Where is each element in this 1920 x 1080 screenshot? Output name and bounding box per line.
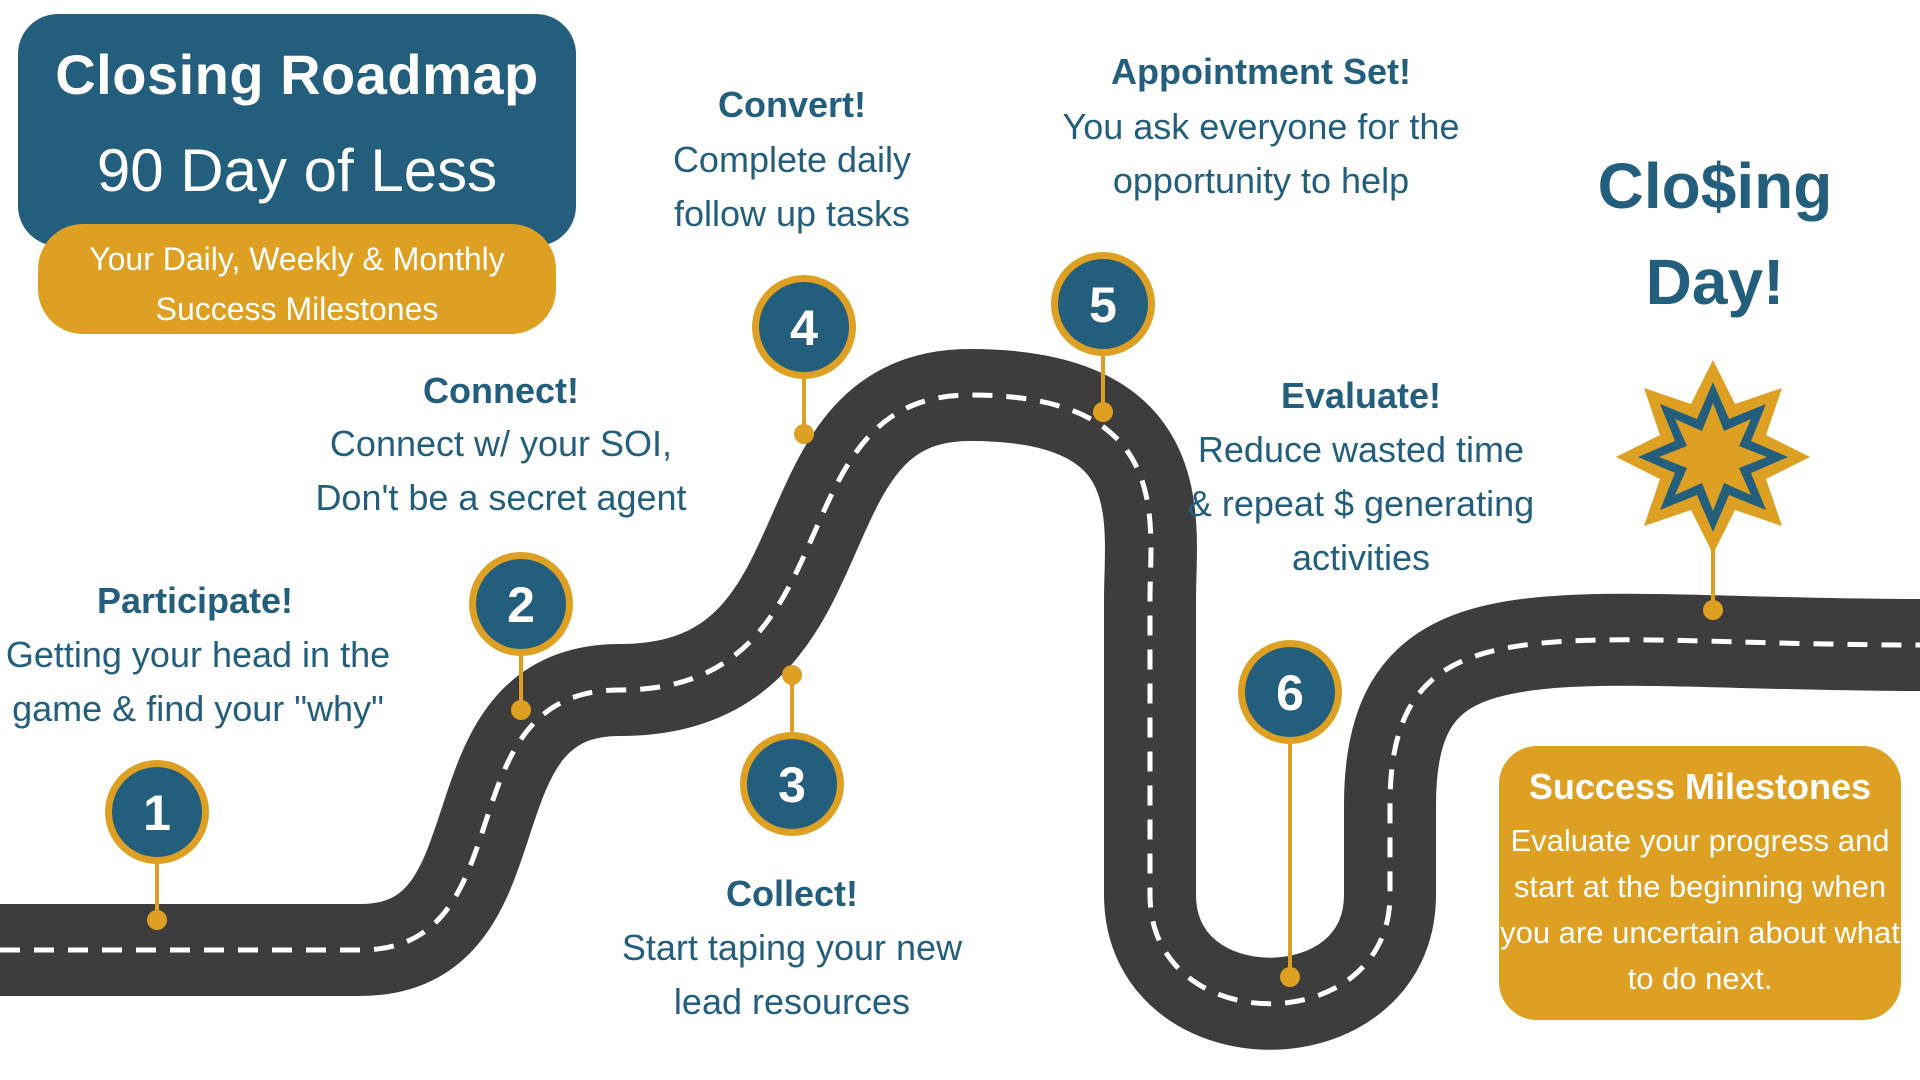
page-title: Closing Roadmap: [55, 43, 539, 106]
step-6-line-1: Reduce wasted time: [1197, 429, 1525, 470]
step-1-title: Participate!: [96, 580, 294, 621]
pin-dot-2: [511, 700, 531, 720]
milestone-note-line-4: to do next.: [1627, 961, 1773, 996]
eight-point-star-icon: [1616, 360, 1810, 554]
step-5-line-2: opportunity to help: [1112, 160, 1410, 201]
step-2-description: Connect w/ your SOI, Don't be a secret a…: [300, 417, 702, 525]
marker-1: 1: [105, 760, 209, 864]
step-5-description: You ask everyone for the opportunity to …: [1040, 100, 1482, 208]
milestone-note-line-1: Evaluate your progress and: [1510, 823, 1890, 858]
step-2-line-2: Don't be a secret agent: [315, 477, 687, 518]
milestone-note-body: Evaluate your progress and start at the …: [1499, 818, 1901, 1002]
step-5-title: Appointment Set!: [1111, 51, 1411, 92]
step-6-title: Evaluate!: [1280, 375, 1442, 416]
marker-number-6: 6: [1276, 665, 1304, 721]
milestone-note-title: Success Milestones: [1528, 766, 1872, 807]
step-4-title: Convert!: [717, 84, 866, 125]
tagline-text: Your Daily, Weekly & Monthly Success Mil…: [38, 234, 556, 334]
tagline-pill: [38, 224, 556, 334]
marker-3: 3: [740, 732, 844, 836]
pin-dot-5: [1093, 402, 1113, 422]
step-6-line-2: & repeat $ generating: [1187, 483, 1535, 524]
marker-number-1: 1: [143, 785, 171, 841]
step-1-description: Getting your head in the game & find you…: [0, 628, 396, 736]
step-4-line-2: follow up tasks: [673, 193, 911, 234]
pin-dot-4: [794, 424, 814, 444]
pin-dot-finish: [1703, 600, 1723, 620]
page-subtitle: 90 Day of Less: [96, 137, 498, 204]
marker-6: 6: [1238, 640, 1342, 744]
step-3-title: Collect!: [725, 873, 858, 914]
closing-day-label: Clo$ing Day!: [1560, 138, 1870, 330]
step-1-line-2: game & find your "why": [12, 688, 384, 729]
road-lane-dashes: [0, 392, 1920, 1007]
marker-number-5: 5: [1089, 277, 1117, 333]
closing-day-line-2: Day!: [1645, 246, 1785, 318]
pin-dot-6: [1280, 967, 1300, 987]
tagline-line-1: Your Daily, Weekly & Monthly: [89, 241, 505, 277]
step-4-line-1: Complete daily: [672, 139, 912, 180]
tagline-line-2: Success Milestones: [155, 291, 439, 327]
step-2-title: Connect!: [423, 370, 579, 411]
milestone-note-line-3: you are uncertain about what: [1500, 915, 1900, 950]
step-2-line-1: Connect w/ your SOI,: [329, 423, 673, 464]
marker-number-2: 2: [507, 577, 535, 633]
pin-dot-3: [782, 665, 802, 685]
step-3-line-1: Start taping your new: [621, 927, 963, 968]
milestone-note-panel: [1499, 746, 1901, 1020]
step-6-line-3: activities: [1291, 537, 1431, 578]
step-3-description: Start taping your new lead resources: [600, 921, 984, 1029]
step-1-line-1: Getting your head in the: [5, 634, 391, 675]
step-4-description: Complete daily follow up tasks: [640, 133, 944, 241]
step-5-line-1: You ask everyone for the: [1062, 106, 1460, 147]
pin-dot-1: [147, 910, 167, 930]
marker-number-4: 4: [790, 300, 818, 356]
marker-4: 4: [752, 275, 856, 379]
closing-day-line-1: Clo$ing: [1597, 150, 1833, 222]
step-3-line-2: lead resources: [673, 981, 911, 1022]
marker-number-3: 3: [778, 757, 806, 813]
marker-5: 5: [1051, 252, 1155, 356]
step-6-description: Reduce wasted time & repeat $ generating…: [1160, 423, 1562, 585]
header-panel: [18, 14, 576, 246]
marker-2: 2: [469, 552, 573, 656]
milestone-note-line-2: start at the beginning when: [1513, 869, 1887, 904]
